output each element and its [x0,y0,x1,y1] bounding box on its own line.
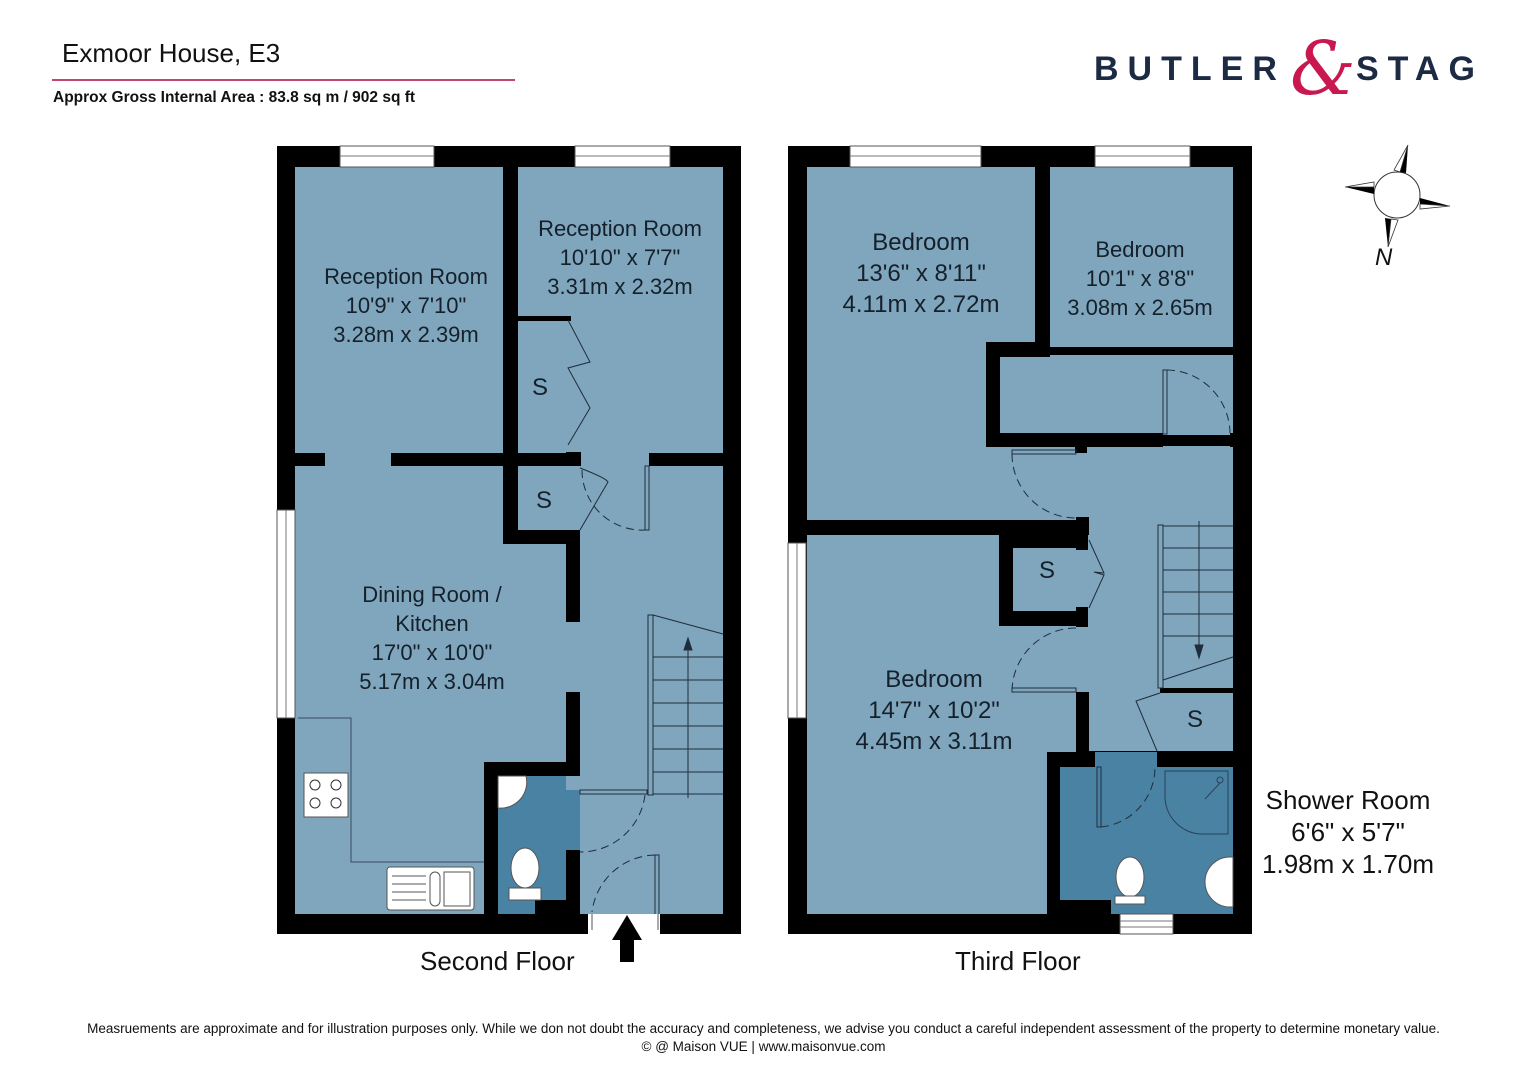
dining-kitchen-label: Dining Room / Kitchen 17'0" x 10'0" 5.17… [359,580,505,696]
room-name: Shower Room [1265,785,1431,815]
third-floor-plan [787,145,1252,935]
room-imperial: 6'6" x 5'7" [1291,817,1405,847]
reception-room-1 [295,167,503,453]
reception-room-1-label: Reception Room 10'9" x 7'10" 3.28m x 2.3… [324,262,488,349]
room-metric: 4.11m x 2.72m [842,291,1000,318]
room-metric: 5.17m x 3.04m [359,669,505,694]
room-name: Bedroom [1095,237,1185,262]
room-name: Reception Room [324,264,488,289]
third-floor-label: Third Floor [955,946,1081,976]
toilet-icon [510,847,540,889]
storage-label: S [531,374,549,401]
compass-rose-icon [1344,144,1451,248]
room-name: Bedroom [885,666,983,693]
room-imperial: 14'7" x 10'2" [868,697,1000,724]
storage-label: S [1186,706,1204,733]
second-floor-plan [276,145,741,962]
second-floor-label: Second Floor [420,946,575,976]
bedroom-1-label: Bedroom 13'6" x 8'11" 4.11m x 2.72m [843,227,1000,320]
room-metric: 3.08m x 2.65m [1067,295,1213,320]
bedroom-2-label: Bedroom 10'1" x 8'8" 3.08m x 2.65m [1067,235,1213,322]
bedroom-2 [1050,167,1233,347]
storage-label: S [1038,557,1056,584]
shower-room-label: Shower Room 6'6" x 5'7" 1.98m x 1.70m [1262,784,1434,880]
entrance-arrow-icon [612,915,642,962]
staircase-down [1157,521,1234,689]
room-metric: 4.45m x 3.11m [855,728,1013,755]
shower-tray-icon [1164,770,1229,835]
shower-room-basin-icon [1204,856,1234,908]
room-name: Dining Room / [362,582,502,607]
room-imperial: 13'6" x 8'11" [856,260,986,287]
room-name: Reception Room [538,216,702,241]
bedroom-3-label: Bedroom 14'7" x 10'2" 4.45m x 3.11m [856,664,1013,757]
title-divider [52,79,515,81]
disclaimer: Measruements are approximate and for ill… [0,1020,1527,1056]
room-imperial: 17'0" x 10'0" [371,640,493,665]
reception-room-2-label: Reception Room 10'10" x 7'7" 3.31m x 2.3… [538,214,702,301]
hob-icon [303,772,349,818]
staircase-up [647,614,724,798]
logo-ampersand: & [1290,26,1356,112]
reception-room-2 [518,167,723,453]
credit-text: © @ Maison VUE | www.maisonvue.com [641,1039,886,1054]
logo-word-stag: STAG [1356,50,1484,88]
logo-word-butler: BUTLER [1094,50,1286,88]
storage-label: S [535,487,553,514]
room-name: Kitchen [395,611,469,636]
room-metric: 1.98m x 1.70m [1262,849,1434,879]
room-imperial: 10'9" x 7'10" [345,293,467,318]
room-name: Bedroom [872,229,970,256]
butler-stag-logo: BUTLER & STAG [1094,26,1494,112]
basin-icon [497,775,528,809]
room-metric: 3.28m x 2.39m [333,322,479,347]
room-imperial: 10'10" x 7'7" [559,245,681,270]
shower-room-toilet-icon [1115,856,1145,898]
gross-internal-area: Approx Gross Internal Area : 83.8 sq m /… [53,89,416,106]
room-metric: 3.31m x 2.32m [547,274,693,299]
property-title: Exmoor House, E3 [62,38,281,68]
disclaimer-text: Measruements are approximate and for ill… [87,1021,1440,1036]
room-imperial: 10'1" x 8'8" [1085,266,1195,291]
compass-north-label: N [1375,244,1393,271]
